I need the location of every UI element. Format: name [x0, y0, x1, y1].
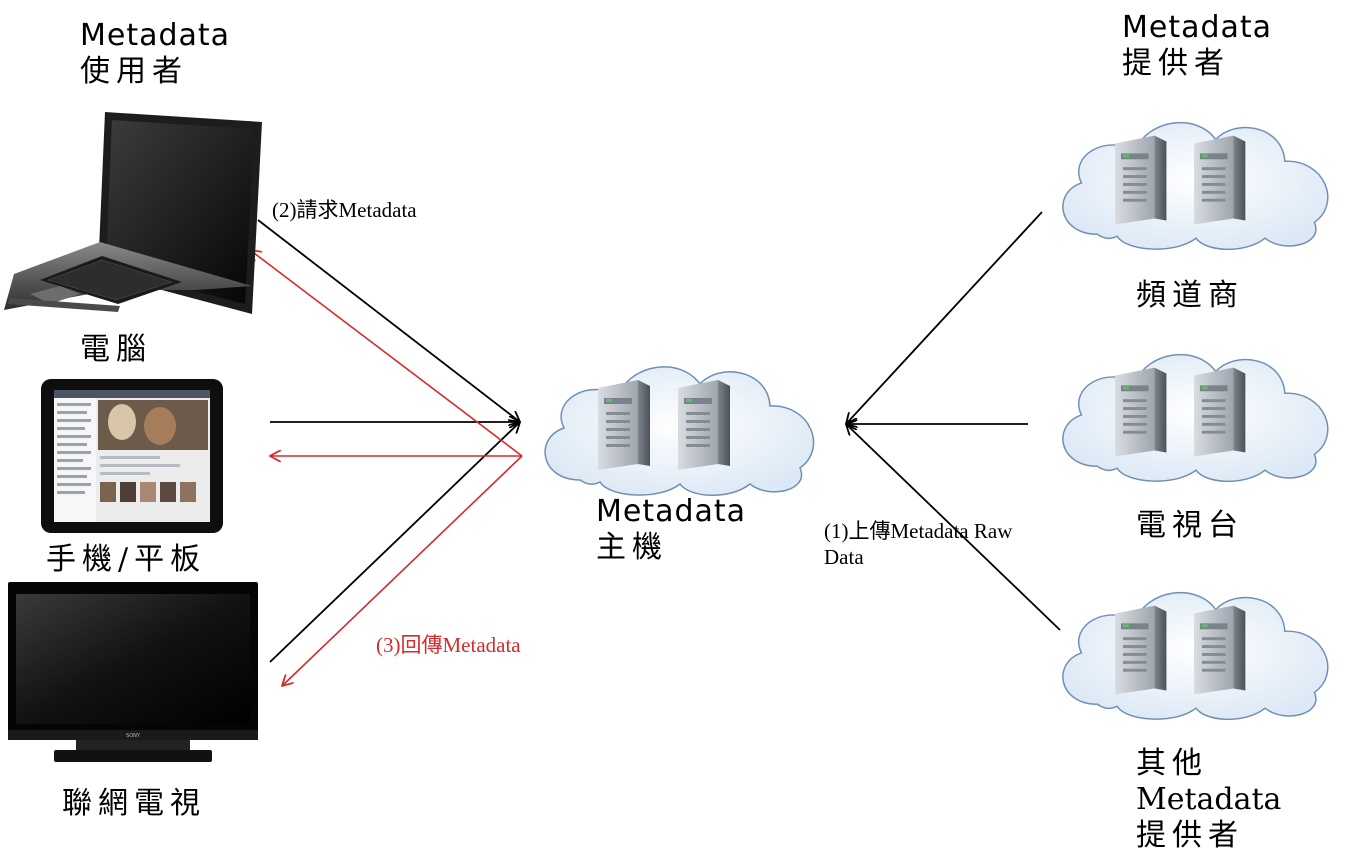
host-label: Metadata 主機 — [596, 494, 746, 566]
request-arrow-computer — [257, 219, 520, 422]
users-title: Metadata 使用者 — [80, 18, 230, 90]
device-label-tablet: 手機/平板 — [46, 542, 207, 577]
upload-flow-label-line2: Data — [824, 545, 864, 569]
provider-label-other-line3: 提供者 — [1136, 818, 1244, 853]
tv-icon: SONY — [8, 582, 258, 762]
request-arrow-tv — [269, 422, 520, 663]
upload-arrow-channel — [846, 211, 1043, 424]
users-title-line2: 使用者 — [80, 54, 188, 89]
svg-text:SONY: SONY — [126, 733, 141, 739]
tablet-icon — [41, 379, 223, 533]
response-arrow-tv — [282, 455, 523, 686]
provider-label-other-line2: Metadata — [1136, 782, 1282, 817]
provider-label-tv-station: 電視台 — [1136, 508, 1244, 543]
device-label-tv: 聯網電視 — [62, 786, 206, 821]
host-cloud-server-icon — [544, 366, 815, 496]
request-flow-label: (2)請求Metadata — [272, 198, 417, 222]
host-label-line2: 主機 — [596, 530, 668, 565]
provider-label-other-line1: 其他 — [1136, 746, 1208, 781]
providers-title: Metadata 提供者 — [1122, 10, 1272, 82]
upload-flow-label-line1: (1)上傳Metadata Raw — [824, 519, 1013, 543]
response-arrow-computer — [250, 250, 523, 457]
provider-label-other: 其他 Metadata 提供者 — [1136, 746, 1281, 854]
tv-station-cloud-server-icon — [1062, 354, 1329, 483]
laptop-icon — [4, 112, 262, 314]
upload-flow-label: (1)上傳Metadata Raw Data — [824, 518, 1012, 570]
users-title-line1: Metadata — [80, 18, 231, 53]
providers-title-line2: 提供者 — [1122, 46, 1230, 81]
channel-cloud-server-icon — [1062, 122, 1329, 251]
providers-title-line1: Metadata — [1122, 10, 1273, 45]
response-flow-label: (3)回傳Metadata — [376, 633, 521, 657]
provider-label-channel: 頻道商 — [1136, 278, 1244, 313]
host-label-line1: Metadata — [596, 494, 747, 529]
device-label-computer: 電腦 — [80, 332, 152, 367]
other-provider-cloud-server-icon — [1062, 592, 1329, 721]
upload-arrow-other — [846, 424, 1061, 631]
